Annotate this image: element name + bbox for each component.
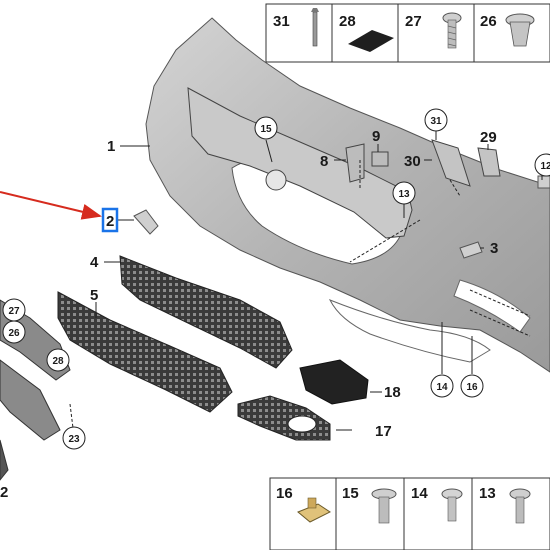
- expansion-clip-icon: [505, 13, 535, 47]
- rivet-icon: [441, 488, 463, 522]
- circle-callout-12: 12: [534, 153, 550, 177]
- svg-text:12: 12: [540, 161, 550, 172]
- lower-grille-4: [119, 255, 293, 369]
- callout-30: 30: [404, 153, 421, 170]
- table-cell-31: 31: [273, 13, 290, 30]
- callout-9: 9: [372, 128, 380, 145]
- svg-text:27: 27: [8, 306, 20, 317]
- circle-callout-15: 15: [254, 116, 278, 140]
- clip-12: [537, 175, 550, 189]
- red-pointer-arrow: [0, 191, 102, 220]
- table-cell-14: 14: [411, 485, 428, 502]
- svg-text:13: 13: [398, 189, 410, 200]
- callout-8: 8: [320, 153, 328, 170]
- lower-grille-5: [57, 291, 233, 413]
- bottom-parts-table: 16 15 14 13: [269, 477, 550, 550]
- callout-1: 1: [107, 138, 115, 155]
- callout-3: 3: [490, 240, 498, 257]
- table-cell-27: 27: [405, 13, 422, 30]
- svg-text:26: 26: [8, 328, 20, 339]
- callout-5: 5: [90, 287, 98, 304]
- highlight-box: [101, 207, 119, 233]
- fog-cover-18: [299, 359, 369, 405]
- circle-callout-23: 23: [62, 426, 86, 450]
- callout-17: 17: [375, 423, 392, 440]
- table-cell-16: 16: [276, 485, 293, 502]
- svg-text:14: 14: [436, 382, 448, 393]
- fog-light-grille: [237, 395, 331, 441]
- circle-callout-16: 16: [460, 374, 484, 398]
- table-cell-26: 26: [480, 13, 497, 30]
- circle-callout-28: 28: [46, 348, 70, 372]
- nut-clip-icon: [297, 497, 331, 523]
- bracket-29: [477, 147, 501, 177]
- svg-text:15: 15: [260, 124, 272, 135]
- top-parts-table: 31 28 27 26: [265, 3, 550, 63]
- callout-2-bottom: 2: [0, 484, 8, 501]
- circle-callout-13: 13: [392, 181, 416, 205]
- screw-icon: [442, 12, 462, 49]
- pin-icon: [311, 8, 319, 47]
- table-cell-13: 13: [479, 485, 496, 502]
- callout-4: 4: [90, 254, 99, 271]
- svg-text:23: 23: [68, 434, 80, 445]
- circle-callout-27: 27: [2, 298, 26, 322]
- circle-callout-14: 14: [430, 374, 454, 398]
- callout-2: 2: [106, 213, 114, 230]
- foam-pad-icon: [348, 30, 394, 52]
- trim-clip-part: [133, 209, 159, 235]
- table-cell-15: 15: [342, 485, 359, 502]
- grille-carrier: [187, 87, 413, 239]
- screw-icon: [509, 488, 531, 524]
- callouts: 1 2 3 4 5 8 9 30 29 17 18 15 13 31 12: [0, 108, 550, 501]
- bolt-icon: [371, 488, 397, 524]
- bracket-9: [371, 151, 389, 167]
- tow-hook-cap: [459, 241, 483, 259]
- callout-18: 18: [384, 384, 401, 401]
- bracket-30: [431, 139, 471, 187]
- circle-callout-31: 31: [424, 108, 448, 132]
- svg-text:28: 28: [52, 356, 64, 367]
- callout-29: 29: [480, 129, 497, 146]
- circle-callout-26: 26: [2, 320, 26, 344]
- svg-text:16: 16: [466, 382, 478, 393]
- svg-text:31: 31: [430, 116, 442, 127]
- table-cell-28: 28: [339, 13, 356, 30]
